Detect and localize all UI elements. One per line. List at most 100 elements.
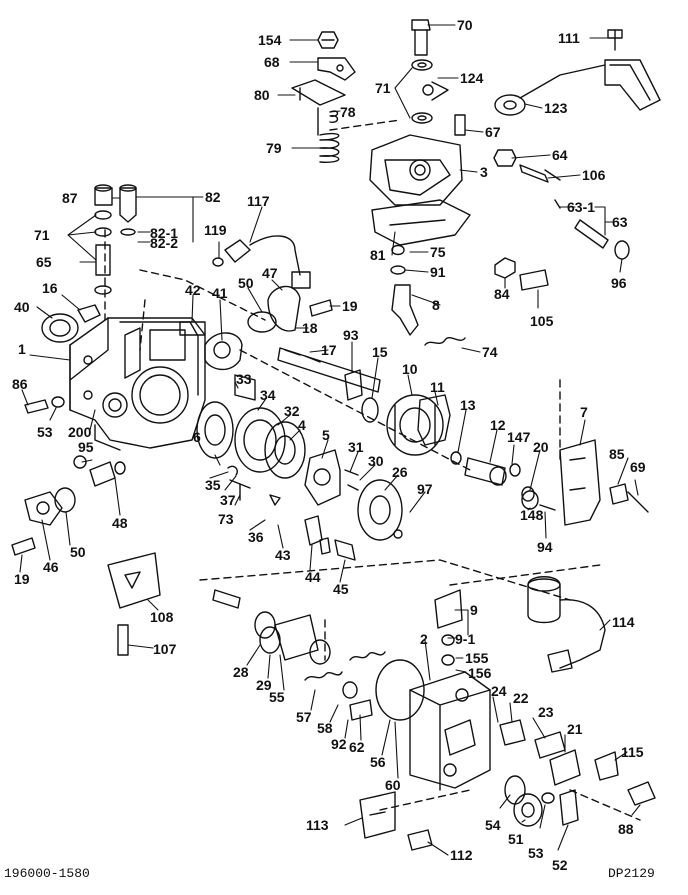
bracket-108	[107, 552, 161, 656]
callout-84: 84	[494, 286, 510, 302]
callout-17: 17	[321, 342, 337, 358]
top-right-parts	[411, 19, 661, 183]
callout-71-left: 71	[34, 227, 50, 243]
callout-52: 52	[552, 857, 568, 873]
callout-37: 37	[220, 492, 236, 508]
callout-42: 42	[185, 282, 201, 298]
callout-47: 47	[262, 265, 278, 281]
callout-67: 67	[485, 124, 501, 140]
pump-housing	[69, 317, 206, 451]
callout-45: 45	[333, 581, 349, 597]
callout-32: 32	[284, 403, 300, 419]
callout-148: 148	[520, 507, 544, 523]
callout-20: 20	[533, 439, 549, 455]
left-lower-parts	[11, 396, 126, 556]
valve-parts	[212, 589, 425, 721]
left-upper-parts	[41, 184, 311, 343]
callout-9: 9	[470, 602, 478, 618]
callout-73: 73	[218, 511, 234, 527]
callout-156: 156	[468, 665, 492, 681]
callout-56: 56	[370, 754, 386, 770]
governor-cover-assembly	[369, 134, 471, 246]
callout-29: 29	[256, 677, 272, 693]
callout-82: 82	[205, 189, 221, 205]
callout-155: 155	[465, 650, 489, 666]
callout-154: 154	[258, 32, 282, 48]
callout-18: 18	[302, 320, 318, 336]
cam-roller-assembly	[196, 374, 403, 561]
callout-147: 147	[507, 429, 531, 445]
callout-200: 200	[68, 424, 92, 440]
callout-13: 13	[460, 397, 476, 413]
callout-36: 36	[248, 529, 264, 545]
callout-106: 106	[582, 167, 606, 183]
callout-91: 91	[430, 264, 446, 280]
callout-12: 12	[490, 417, 506, 433]
callout-60: 60	[385, 777, 401, 793]
callout-26: 26	[392, 464, 408, 480]
callout-97: 97	[417, 481, 433, 497]
callout-46: 46	[43, 559, 59, 575]
callout-28: 28	[233, 664, 249, 680]
callout-15: 15	[372, 344, 388, 360]
callout-50-left: 50	[70, 544, 86, 560]
callout-68: 68	[264, 54, 280, 70]
callout-58: 58	[317, 720, 333, 736]
callout-7: 7	[580, 404, 588, 420]
top-left-parts	[291, 31, 356, 163]
callout-2: 2	[420, 631, 428, 647]
callout-63: 63	[612, 214, 628, 230]
callout-22: 22	[513, 690, 529, 706]
callout-69: 69	[630, 459, 646, 475]
callout-31: 31	[348, 439, 364, 455]
reference-number: 196000-1580	[4, 866, 90, 881]
callout-1: 1	[18, 341, 26, 357]
callout-57: 57	[296, 709, 312, 725]
callout-86: 86	[12, 376, 28, 392]
callout-54: 54	[485, 817, 501, 833]
callout-92: 92	[331, 736, 347, 752]
callout-3: 3	[480, 164, 488, 180]
right-side-parts	[521, 439, 649, 526]
callout-82-1: 82-1	[150, 225, 179, 241]
callout-88: 88	[618, 821, 634, 837]
callout-19-left: 19	[14, 571, 30, 587]
callout-50-top: 50	[238, 275, 254, 291]
callout-105: 105	[530, 313, 554, 329]
distributor-head	[409, 589, 656, 827]
callout-64: 64	[552, 147, 568, 163]
callout-113: 113	[306, 817, 329, 833]
callout-80: 80	[254, 87, 270, 103]
callout-48: 48	[112, 515, 128, 531]
drawing-code: DP2129	[608, 866, 655, 881]
callout-40: 40	[14, 299, 30, 315]
callout-93: 93	[343, 327, 359, 343]
solenoid-114	[527, 576, 606, 673]
callout-10: 10	[402, 361, 418, 377]
callout-81: 81	[370, 247, 386, 263]
callout-24: 24	[491, 683, 507, 699]
callout-62: 62	[349, 739, 365, 755]
callout-112: 112	[450, 847, 473, 863]
callout-6: 6	[193, 429, 201, 445]
callout-79: 79	[266, 140, 282, 156]
callout-4: 4	[298, 417, 306, 433]
callout-53-bottom: 53	[528, 845, 544, 861]
callout-33: 33	[236, 371, 252, 387]
callout-82-2: 82-2	[150, 235, 179, 251]
callout-16: 16	[42, 280, 58, 296]
callout-55: 55	[269, 689, 285, 705]
callout-35: 35	[205, 477, 221, 493]
callout-94: 94	[537, 539, 553, 555]
callout-9-1: 9-1	[455, 631, 476, 647]
drive-shaft-assembly	[277, 337, 535, 502]
callout-123: 123	[544, 100, 568, 116]
callout-8: 8	[432, 297, 440, 313]
callout-75: 75	[430, 244, 446, 260]
callout-119: 119	[204, 222, 227, 238]
callout-19-top: 19	[342, 298, 358, 314]
callout-108: 108	[150, 609, 174, 625]
leader-lines	[19, 24, 641, 856]
callout-21: 21	[567, 721, 583, 737]
